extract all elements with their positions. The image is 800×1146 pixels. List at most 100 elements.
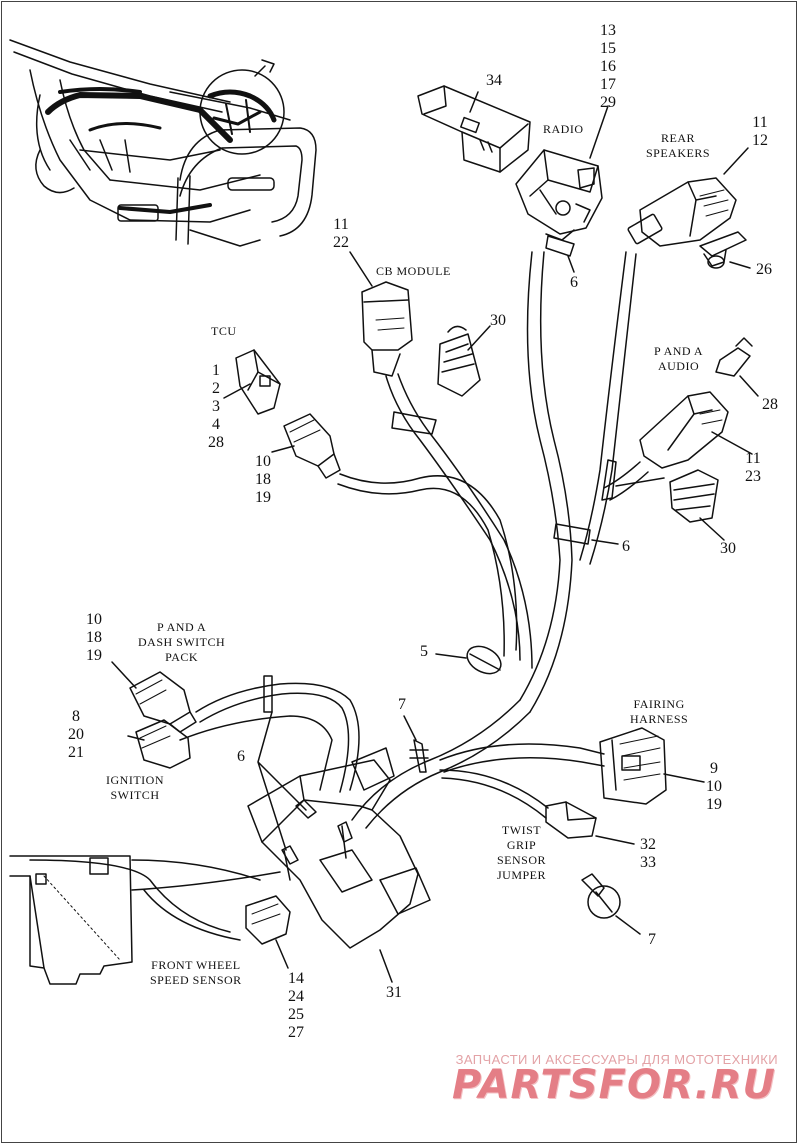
tcu-caption: TCU bbox=[211, 324, 237, 338]
tcu-ref-4: 4 bbox=[212, 416, 220, 433]
leader-twist-grip bbox=[595, 835, 635, 845]
clip-radio-ref: 6 bbox=[570, 274, 578, 291]
tcu-plug-connector bbox=[283, 413, 341, 479]
right-connector-refs: 11 23 bbox=[745, 450, 761, 486]
tcu-plug-ref-1: 10 bbox=[255, 453, 271, 470]
cb-module-caption: CB MODULE bbox=[376, 264, 451, 278]
p-and-a-audio-ref: 28 bbox=[762, 396, 778, 413]
lower-bracket bbox=[247, 747, 431, 949]
leader-tcu-plug bbox=[271, 445, 295, 453]
loose-clip-ref: 7 bbox=[648, 931, 656, 948]
cb-module-ref-1: 11 bbox=[333, 216, 349, 233]
ignition-line-1: IGNITION bbox=[106, 773, 164, 787]
twist-grip-line-3: SENSOR bbox=[497, 853, 547, 867]
rear-speakers-ref-1: 11 bbox=[752, 114, 768, 131]
ignition-ref-1: 8 bbox=[72, 708, 80, 725]
tcu-refs: 1 2 3 4 28 bbox=[208, 362, 224, 452]
fairing-connector bbox=[599, 727, 667, 805]
p-and-a-audio-caption: P AND A AUDIO bbox=[654, 344, 703, 374]
leader-rear-speakers bbox=[723, 147, 749, 175]
tcu-ref-3: 3 bbox=[212, 398, 220, 415]
ignition-caption: IGNITION SWITCH bbox=[106, 773, 164, 803]
fuse-ref: 26 bbox=[756, 261, 772, 278]
leader-26 bbox=[729, 261, 751, 269]
push-clip-ref: 7 bbox=[398, 696, 406, 713]
radio-ref-2: 15 bbox=[600, 40, 616, 57]
leader-dash-switch bbox=[111, 661, 137, 689]
rear-speakers-line-1: REAR bbox=[661, 131, 696, 145]
dash-switch-caption: P AND A DASH SWITCH PACK bbox=[138, 620, 225, 665]
rear-speaker-connector bbox=[627, 177, 737, 247]
watermark-logo: PARTSFOR.RU bbox=[451, 1062, 776, 1108]
leader-right-connector bbox=[711, 431, 753, 455]
wheel-sensor-ref-1: 14 bbox=[288, 970, 304, 987]
boot-ref-upper: 30 bbox=[490, 312, 506, 329]
cb-module-ref-2: 22 bbox=[333, 234, 349, 251]
fairing-refs: 9 10 19 bbox=[706, 760, 722, 814]
fairing-ref-3: 19 bbox=[706, 796, 722, 813]
handlebar-panel bbox=[9, 855, 133, 985]
bracket-lower-ref: 31 bbox=[386, 984, 402, 1001]
strap bbox=[466, 645, 502, 675]
leader-cb-module bbox=[349, 251, 373, 287]
cable-tie-right bbox=[601, 459, 617, 501]
dash-switch-line-3: PACK bbox=[165, 650, 199, 664]
ignition-line-2: SWITCH bbox=[110, 788, 160, 802]
cb-module-refs: 11 22 bbox=[333, 216, 349, 252]
rear-speakers-caption: REAR SPEAKERS bbox=[646, 131, 710, 161]
leader-bracket-34 bbox=[469, 91, 479, 113]
radio-unit bbox=[515, 149, 603, 241]
dash-switch-line-2: DASH SWITCH bbox=[138, 635, 226, 649]
leader-bracket-31 bbox=[379, 949, 393, 983]
right-connector-ref-1: 11 bbox=[745, 450, 761, 467]
leader-fairing bbox=[663, 773, 705, 783]
dash-switch-ref-3: 19 bbox=[86, 647, 102, 664]
clip-mid-ref: 6 bbox=[622, 538, 630, 555]
fairing-line-2: HARNESS bbox=[630, 712, 689, 726]
wheel-sensor-line-1: FRONT WHEEL bbox=[151, 958, 241, 972]
leader-clip-radio bbox=[567, 255, 575, 273]
rubber-boot-lower bbox=[669, 469, 719, 523]
right-connector-ref-2: 23 bbox=[745, 468, 761, 485]
rear-speakers-refs: 11 12 bbox=[752, 114, 768, 150]
dash-switch-connector bbox=[129, 671, 197, 733]
radio-caption: RADIO bbox=[543, 122, 584, 136]
tcu-ref-1: 1 bbox=[212, 362, 220, 379]
leader-push-clip bbox=[403, 715, 417, 741]
fairing-ref-1: 9 bbox=[710, 760, 718, 777]
dash-switch-ref-2: 18 bbox=[86, 629, 102, 646]
p-and-a-audio-line-2: AUDIO bbox=[657, 359, 700, 373]
ignition-refs: 8 20 21 bbox=[68, 708, 84, 762]
tcu-plug-refs: 10 18 19 bbox=[255, 453, 271, 507]
radio-ref-3: 16 bbox=[600, 58, 616, 75]
radio-ref-5: 29 bbox=[600, 94, 616, 111]
p-and-a-audio-plug bbox=[715, 337, 753, 377]
leader-strap bbox=[435, 653, 467, 659]
twist-grip-line-1: TWIST bbox=[501, 823, 542, 837]
ignition-connector bbox=[135, 719, 191, 769]
leader-28-audio bbox=[739, 375, 759, 397]
fairing-line-1: FAIRING bbox=[633, 697, 685, 711]
twist-grip-ref-2: 33 bbox=[640, 854, 656, 871]
radio-ref-1: 13 bbox=[600, 22, 616, 39]
cable-tie-cb bbox=[391, 411, 437, 435]
dash-switch-ref-1: 10 bbox=[86, 611, 102, 628]
tcu-unit bbox=[235, 349, 281, 415]
harness-trunks bbox=[29, 251, 649, 941]
leader-tcu bbox=[223, 383, 251, 399]
wheel-sensor-ref-2: 24 bbox=[288, 988, 304, 1005]
rear-speakers-line-2: SPEAKERS bbox=[646, 146, 711, 160]
radio-refs: 13 15 16 17 29 bbox=[600, 22, 616, 112]
wheel-sensor-ref-4: 27 bbox=[288, 1024, 304, 1041]
rear-speakers-ref-2: 12 bbox=[752, 132, 768, 149]
twist-grip-caption: TWIST GRIP SENSOR JUMPER bbox=[497, 823, 546, 883]
twist-grip-connector bbox=[545, 801, 597, 839]
clip-group-ref: 6 bbox=[237, 748, 245, 765]
rubber-boot-upper bbox=[437, 325, 481, 397]
leader-30-upper bbox=[467, 325, 491, 351]
leader-speed-sensor bbox=[275, 939, 289, 969]
radio-bracket bbox=[417, 85, 531, 173]
right-connector bbox=[639, 391, 729, 469]
